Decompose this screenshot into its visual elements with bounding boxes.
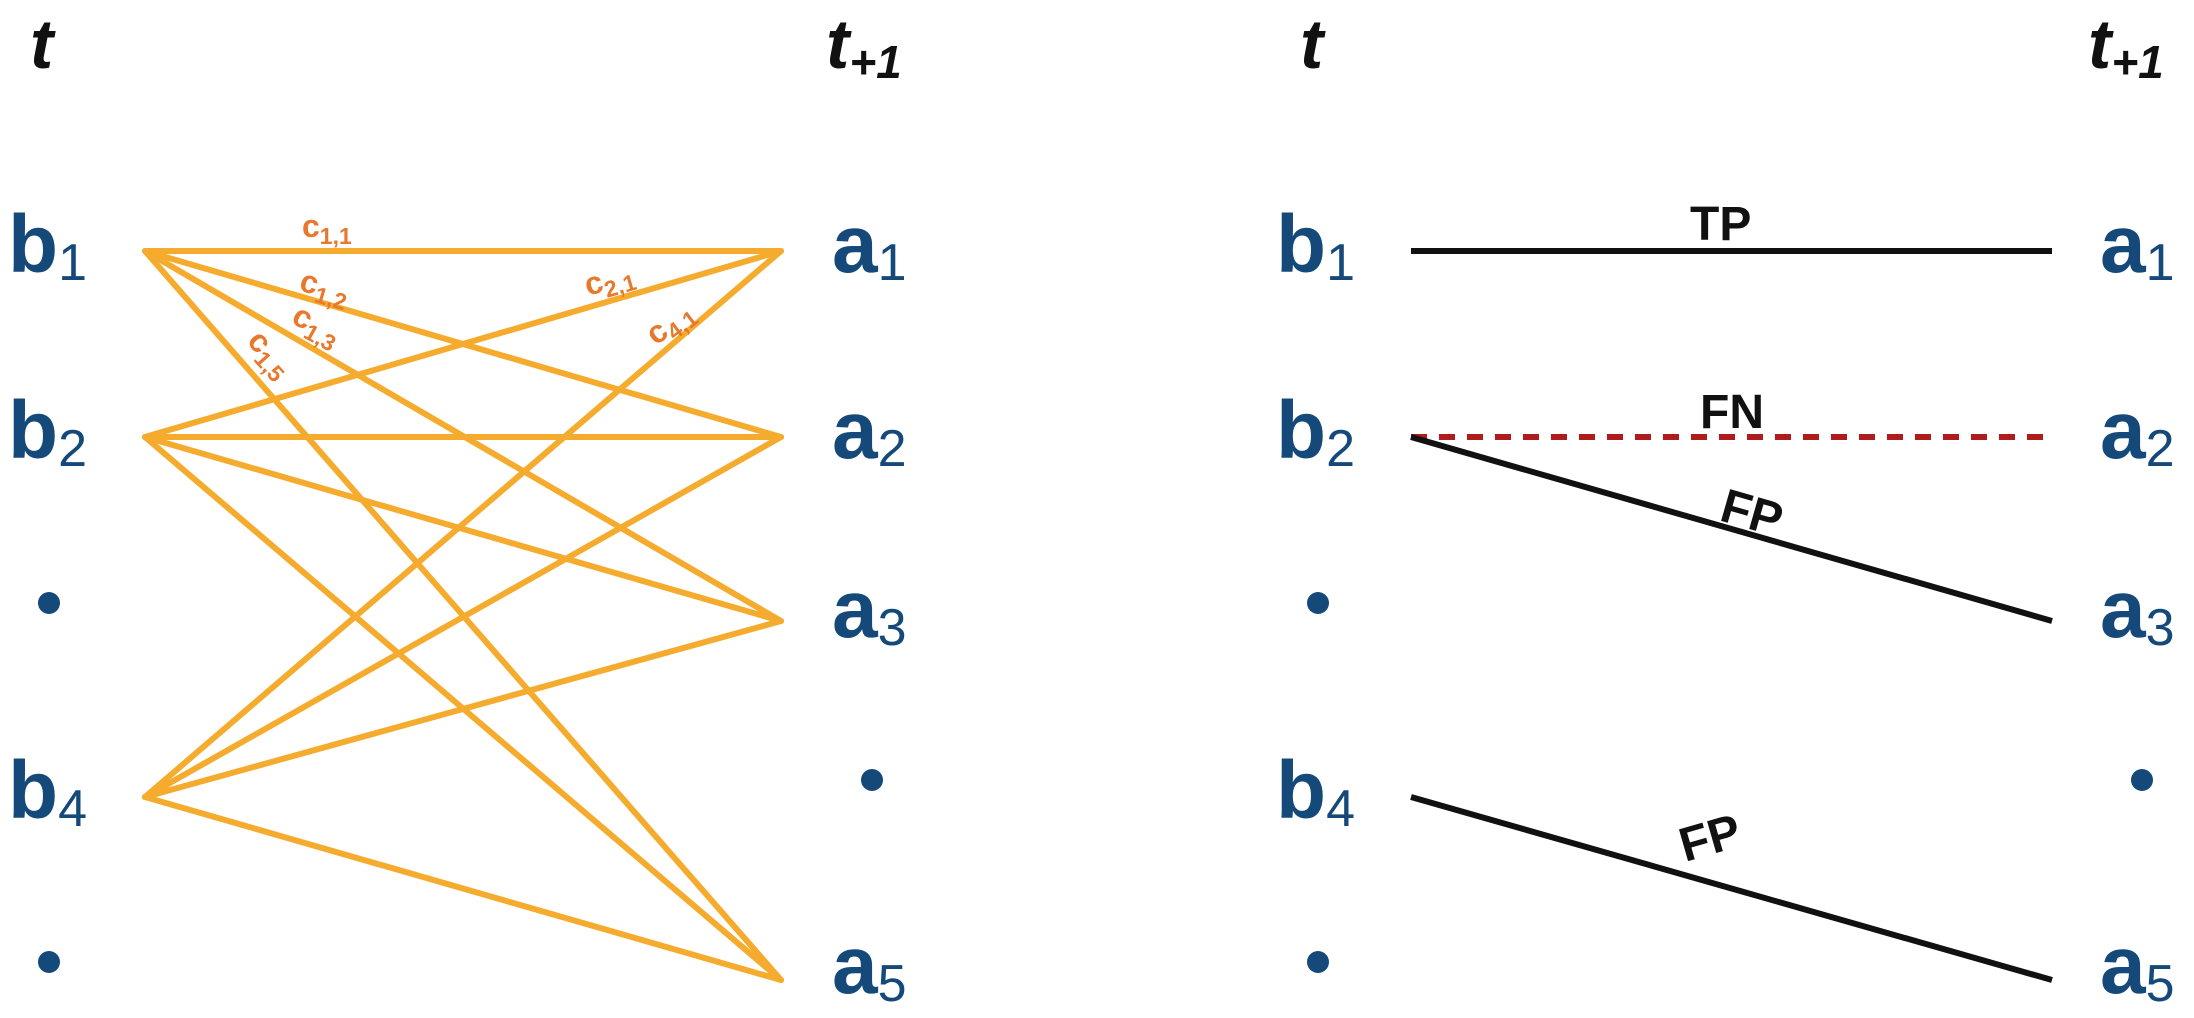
track-main: a — [832, 385, 879, 476]
ellipsis-dot — [1307, 951, 1329, 973]
edge-b4-a1 — [142, 248, 784, 800]
detection-sub: 1 — [1326, 234, 1355, 292]
edge-b4-a2 — [142, 434, 784, 800]
detection-sub: 2 — [1326, 420, 1355, 478]
assoc-label-fp-2: FP — [1673, 805, 1747, 873]
track-a3: a3 — [832, 564, 907, 657]
track-main: a — [832, 920, 879, 1011]
association-edges — [1410, 248, 2053, 983]
detection-sub: 1 — [58, 234, 87, 292]
ellipsis-dot — [38, 592, 60, 614]
track-main: a — [2100, 199, 2147, 290]
detection-main: b — [1276, 199, 1326, 290]
track-a5: a5 — [2100, 920, 2175, 1013]
left-panel: t t+1 b1 b2 b4 a1 a2 a3 a5 c — [8, 5, 907, 1013]
detection-main: b — [1276, 745, 1326, 836]
detection-main: b — [8, 385, 58, 476]
track-main: a — [832, 564, 879, 655]
track-a2: a2 — [832, 385, 907, 478]
track-a1: a1 — [832, 199, 907, 292]
track-sub: 2 — [878, 420, 907, 478]
assoc-label-tp: TP — [1690, 198, 1751, 251]
cost-main: c — [302, 208, 320, 244]
track-main: a — [2100, 920, 2147, 1011]
candidate-edges — [142, 248, 784, 983]
detection-b1: b1 — [8, 199, 87, 292]
detection-b1: b1 — [1276, 199, 1355, 292]
track-main: a — [832, 199, 879, 290]
track-main: a — [2100, 564, 2147, 655]
time-label-t-left: t — [30, 5, 56, 83]
ellipsis-dot — [38, 951, 60, 973]
edge-b2-a1 — [142, 248, 784, 440]
track-sub: 1 — [878, 234, 907, 292]
track-a2: a2 — [2100, 385, 2175, 478]
time-label-t-next-left: t+1 — [826, 5, 902, 88]
ellipsis-dot — [1307, 592, 1329, 614]
track-main: a — [2100, 385, 2147, 476]
time-next-sub: +1 — [849, 36, 901, 88]
edge-b2-a3 — [142, 434, 784, 624]
cost-label-c21: c2,1 — [580, 254, 639, 307]
track-sub: 3 — [878, 599, 907, 657]
track-a1: a1 — [2100, 199, 2175, 292]
detection-main: b — [8, 745, 58, 836]
cost-sub: 2,1 — [601, 269, 639, 303]
time-next-main: t — [826, 5, 852, 83]
track-sub: 5 — [2146, 955, 2175, 1013]
track-sub: 3 — [2146, 599, 2175, 657]
detection-sub: 2 — [58, 420, 87, 478]
time-label-t-next-right: t+1 — [2088, 5, 2164, 88]
edge-fp-b4-a5 — [1410, 794, 2053, 983]
track-sub: 2 — [2146, 420, 2175, 478]
detection-sub: 4 — [58, 780, 87, 838]
time-next-main: t — [2088, 5, 2114, 83]
time-label-t-right: t — [1300, 5, 1326, 83]
right-panel: TP FN FP FP t t+1 b1 b2 b4 a1 a2 a3 — [1276, 5, 2175, 1013]
detection-b4: b4 — [8, 745, 87, 838]
detection-b4: b4 — [1276, 745, 1355, 838]
track-a3: a3 — [2100, 564, 2175, 657]
edge-b4-a5 — [142, 794, 784, 983]
ellipsis-dot — [2131, 769, 2153, 791]
assoc-label-fn: FN — [1700, 386, 1764, 439]
detection-main: b — [1276, 385, 1326, 476]
cost-label-c11: c1,1 — [302, 208, 352, 249]
track-sub: 1 — [2146, 234, 2175, 292]
track-sub: 5 — [878, 955, 907, 1013]
time-next-sub: +1 — [2111, 36, 2163, 88]
detection-sub: 4 — [1326, 780, 1355, 838]
detection-main: b — [8, 199, 58, 290]
assoc-label-fp-1: FP — [1715, 480, 1789, 548]
ellipsis-dot — [861, 769, 883, 791]
track-a5: a5 — [832, 920, 907, 1013]
detection-b2: b2 — [8, 385, 87, 478]
edge-b4-a3 — [142, 618, 784, 800]
cost-sub: 1,1 — [320, 223, 352, 249]
cost-label-c15: c1,5 — [237, 323, 301, 388]
detection-b2: b2 — [1276, 385, 1355, 478]
edge-fp-b2-a3 — [1410, 434, 2053, 624]
